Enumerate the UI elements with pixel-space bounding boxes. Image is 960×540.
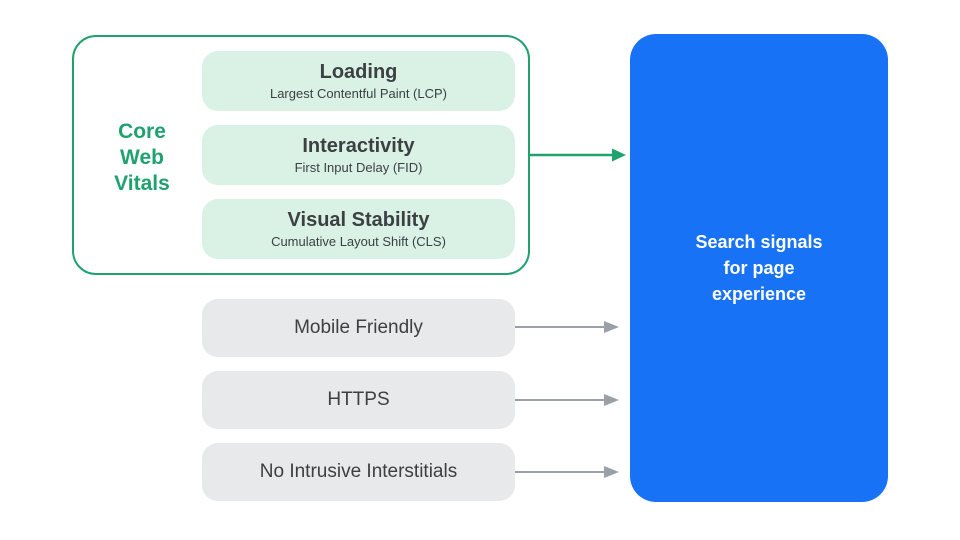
signal-card-visual-stability: Visual Stability Cumulative Layout Shift… <box>202 199 515 259</box>
signal-card-https: HTTPS <box>202 371 515 429</box>
search-signals-result-box: Search signals for page experience <box>630 34 888 502</box>
signal-card-loading: Loading Largest Contentful Paint (LCP) <box>202 51 515 111</box>
signal-label: No Intrusive Interstitials <box>259 461 458 482</box>
signal-subtitle: Cumulative Layout Shift (CLS) <box>271 233 446 249</box>
signal-title: Loading <box>319 60 398 83</box>
core-web-vitals-label: Core Web Vitals <box>114 120 170 195</box>
arrow-icon-mobile-friendly <box>515 321 619 333</box>
signal-subtitle: First Input Delay (FID) <box>294 159 423 175</box>
signal-label: Mobile Friendly <box>294 317 423 338</box>
search-signals-label: Search signals for page experience <box>695 232 823 304</box>
signal-title: Visual Stability <box>287 208 430 231</box>
signal-subtitle: Largest Contentful Paint (LCP) <box>269 85 448 101</box>
signal-card-mobile-friendly: Mobile Friendly <box>202 299 515 357</box>
arrow-icon-core-web-vitals <box>529 148 626 162</box>
signal-label: HTTPS <box>327 389 390 410</box>
signal-title: Interactivity <box>302 134 415 157</box>
arrow-icon-no-intrusive-interstitials <box>515 466 619 478</box>
arrow-icon-https <box>515 394 619 406</box>
signal-card-no-intrusive-interstitials: No Intrusive Interstitials <box>202 443 515 501</box>
signal-card-interactivity: Interactivity First Input Delay (FID) <box>202 125 515 185</box>
